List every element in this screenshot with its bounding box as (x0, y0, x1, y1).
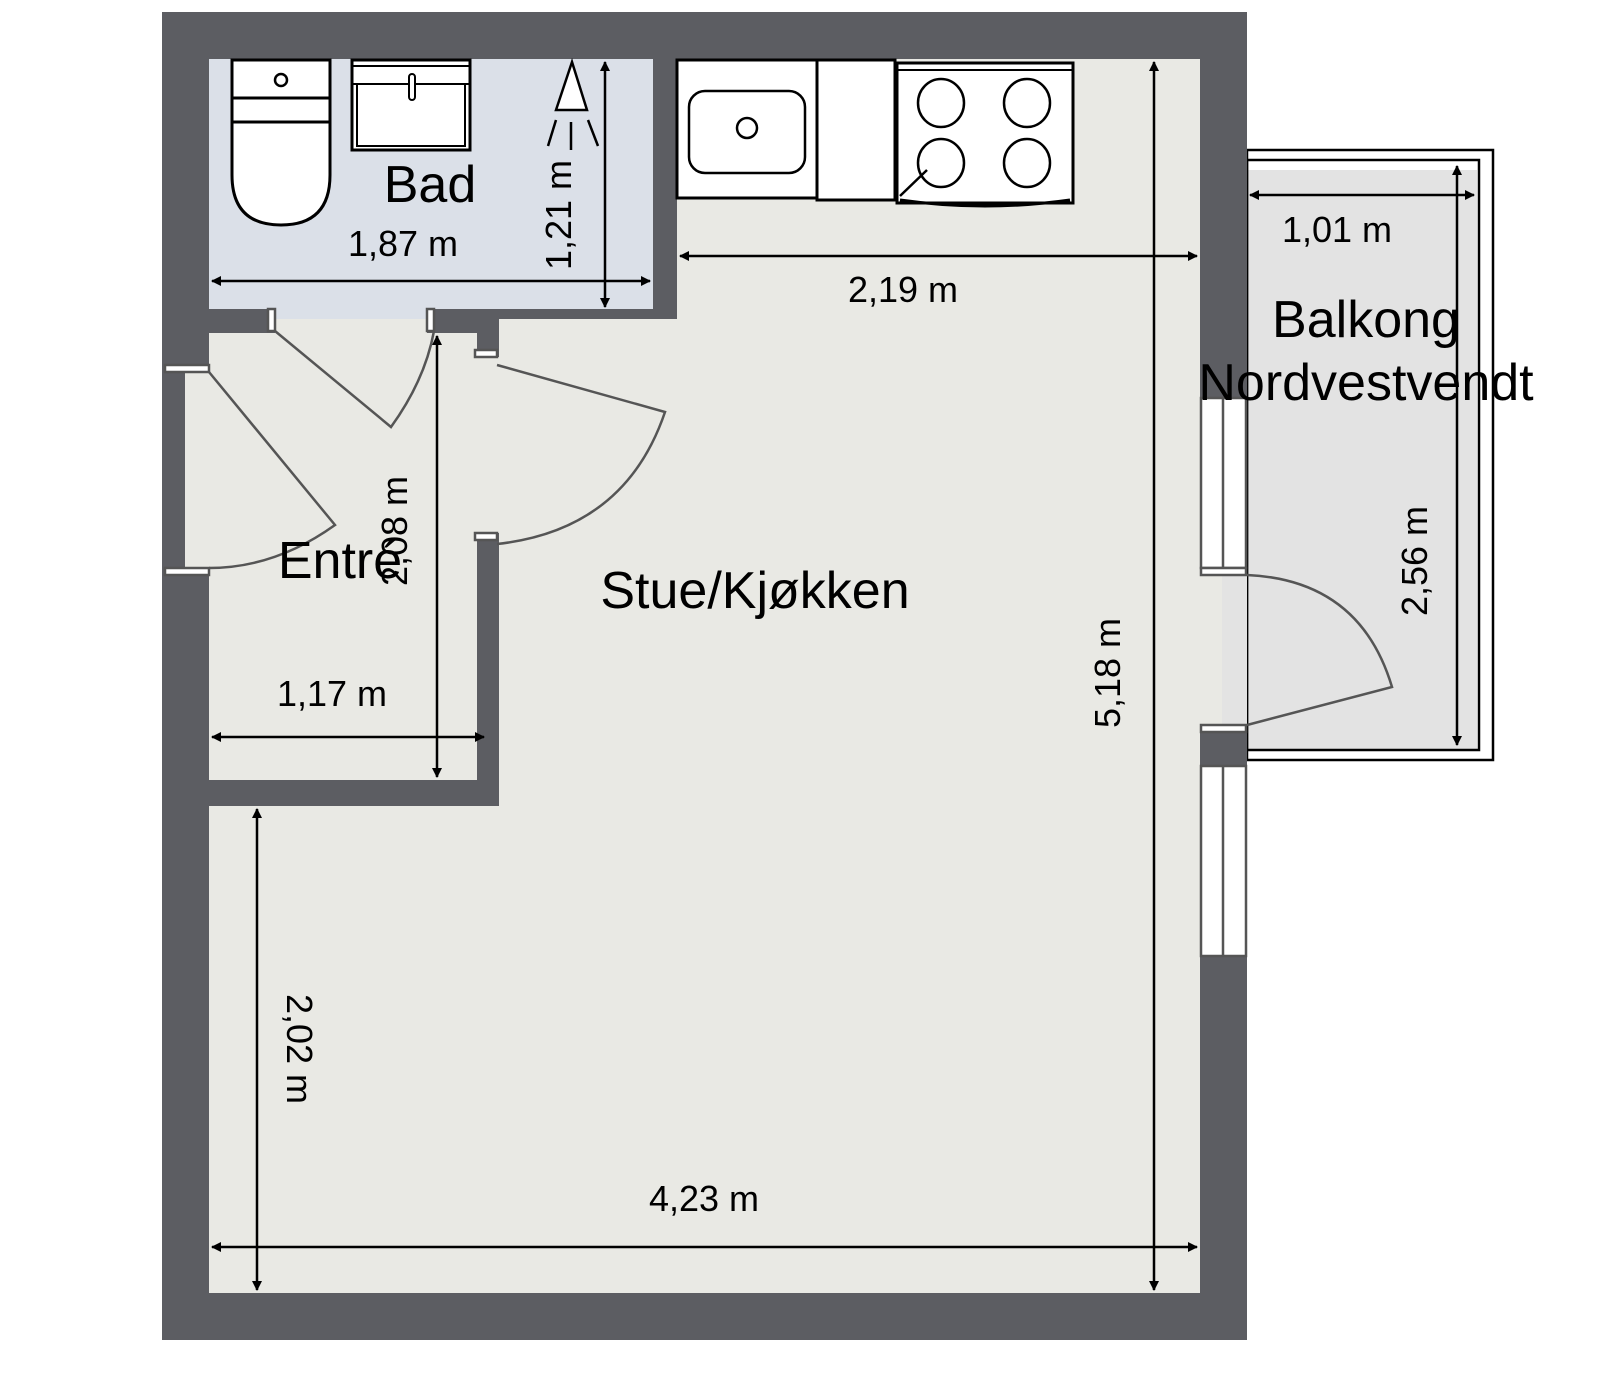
shower-icon (546, 57, 600, 150)
dim-balkong-height: 2,56 m (1394, 506, 1435, 616)
toilet-icon (230, 58, 332, 227)
balcony-door[interactable] (1246, 573, 1394, 727)
dim-stue-height: 5,18 m (1087, 618, 1128, 728)
window-upper (1199, 396, 1248, 577)
living-floor-lower (209, 806, 1200, 1293)
dim-balkong-width: 1,01 m (1282, 209, 1392, 250)
room-label-stue: Stue/Kjøkken (600, 562, 909, 620)
dimension-lines (211, 61, 1475, 1291)
dim-entre-height: 2,08 m (374, 476, 415, 586)
room-label-balkong: Balkong (1272, 291, 1460, 349)
dim-stue-width: 4,23 m (649, 1178, 759, 1219)
living-door-opening (477, 357, 499, 533)
stove-icon (895, 61, 1075, 208)
balcony (1245, 148, 1495, 762)
dim-kitchen-width: 2,19 m (848, 269, 958, 310)
living-floor-upper (499, 319, 1200, 819)
living-room-door[interactable] (496, 363, 667, 546)
bathroom-sink-icon (350, 58, 472, 152)
dim-stue-left-height: 2,02 m (279, 994, 320, 1104)
room-label-entre: Entré (278, 532, 402, 590)
dim-entre-width: 1,17 m (277, 673, 387, 714)
entry-door[interactable] (208, 371, 337, 570)
dim-bad-height: 1,21 m (538, 160, 579, 270)
bathroom-door[interactable] (274, 330, 436, 429)
room-label-bad: Bad (384, 156, 477, 214)
kitchen-sink-icon (675, 58, 819, 200)
window-lower (1199, 723, 1248, 958)
countertop (815, 58, 897, 202)
entry-opening (185, 372, 209, 568)
dim-bad-width: 1,87 m (348, 223, 458, 264)
room-label-balkong-orientation: Nordvestvendt (1198, 354, 1534, 412)
